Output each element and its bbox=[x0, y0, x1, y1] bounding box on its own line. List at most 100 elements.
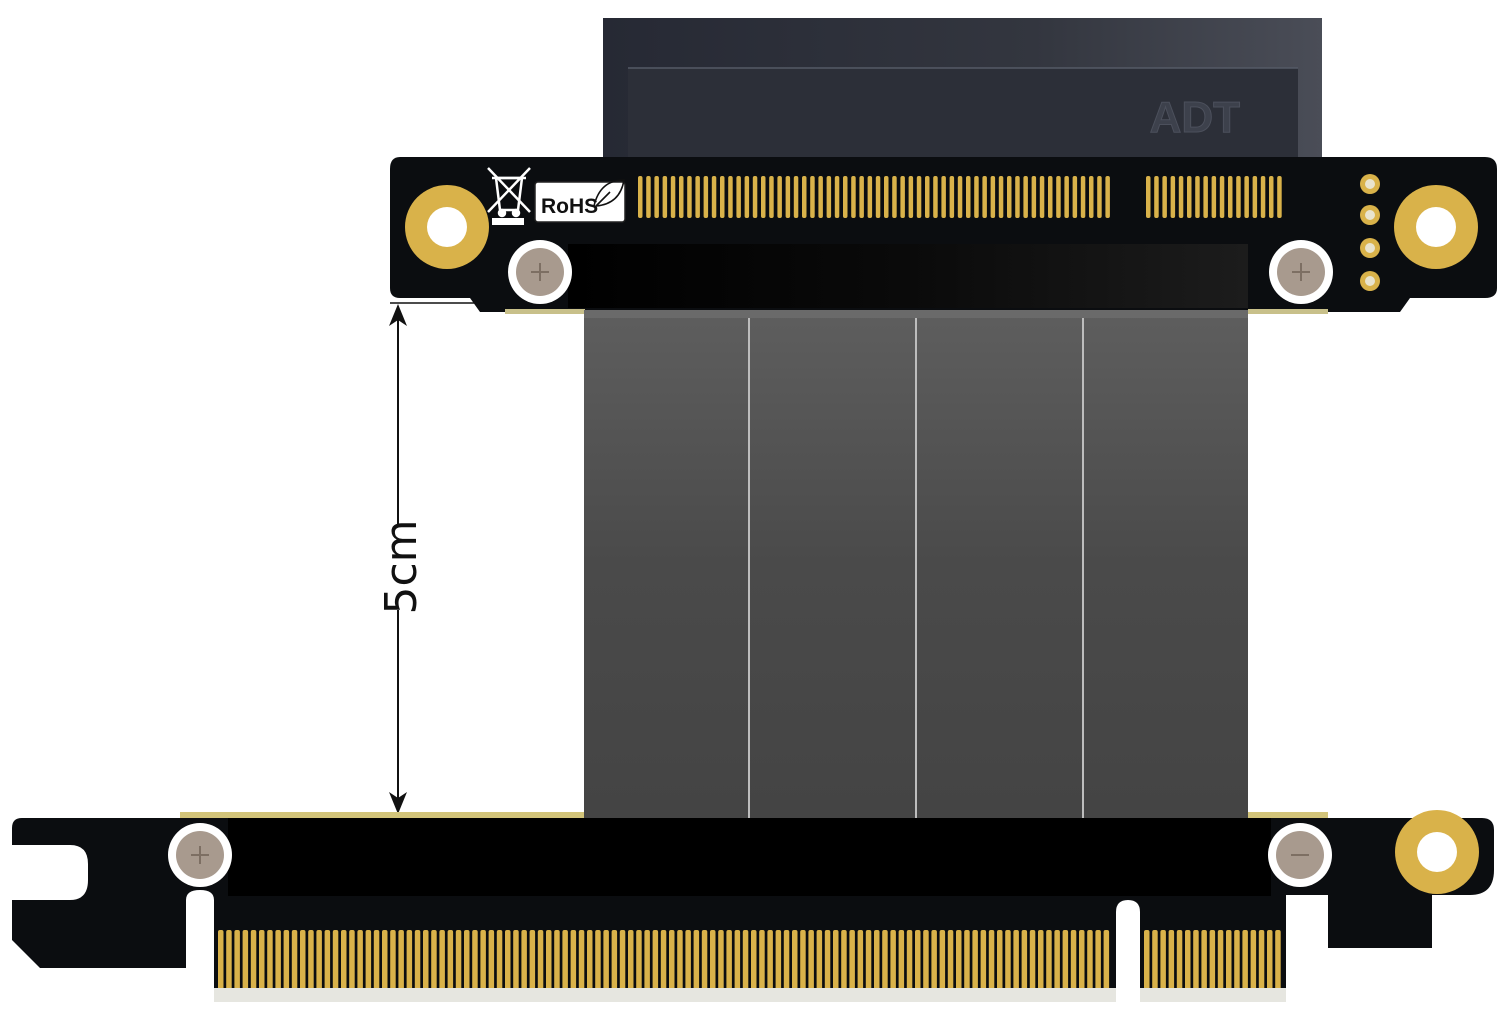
gold-finger bbox=[578, 930, 585, 990]
gold-finger bbox=[751, 930, 757, 990]
slot-pin bbox=[1105, 176, 1110, 218]
slot-pin bbox=[1023, 176, 1028, 218]
gold-finger bbox=[234, 930, 240, 990]
gold-finger bbox=[1013, 930, 1019, 990]
top-connector-pins bbox=[638, 176, 1282, 218]
slot-pin bbox=[1039, 176, 1045, 218]
gold-finger bbox=[857, 930, 864, 990]
gold-finger bbox=[332, 930, 339, 990]
gold-finger bbox=[915, 930, 921, 990]
slot-pin bbox=[802, 176, 807, 218]
gold-finger bbox=[980, 930, 987, 990]
gold-finger bbox=[283, 930, 290, 990]
slot-pin bbox=[1154, 176, 1159, 218]
slot-pin bbox=[1089, 176, 1094, 218]
slot-watermark: ADT bbox=[1150, 93, 1241, 142]
gold-finger bbox=[554, 930, 560, 990]
gold-finger bbox=[800, 930, 806, 990]
gold-finger bbox=[439, 930, 445, 990]
slot-pin bbox=[818, 176, 823, 218]
gold-finger bbox=[537, 930, 544, 990]
gold-finger bbox=[972, 930, 978, 990]
slot-pin bbox=[1203, 176, 1208, 218]
gold-finger bbox=[300, 930, 306, 990]
gold-finger bbox=[644, 930, 650, 990]
led-icon bbox=[1360, 174, 1380, 291]
gold-finger bbox=[997, 930, 1003, 990]
gold-finger bbox=[595, 930, 601, 990]
gold-finger bbox=[619, 930, 626, 990]
slot-pin bbox=[638, 176, 643, 218]
gold-finger bbox=[1201, 930, 1207, 990]
slot-pin bbox=[1211, 176, 1217, 218]
gold-finger bbox=[1046, 930, 1052, 990]
slot-pin bbox=[949, 176, 955, 218]
gold-finger bbox=[956, 930, 962, 990]
slot-pin bbox=[974, 176, 979, 218]
gold-finger bbox=[480, 930, 486, 990]
gold-finger bbox=[923, 930, 929, 990]
slot-pin bbox=[695, 176, 700, 218]
arrow-down-icon bbox=[389, 792, 407, 814]
slot-pin bbox=[851, 176, 856, 218]
gold-finger bbox=[660, 930, 667, 990]
slot-pin bbox=[990, 176, 996, 218]
gold-finger bbox=[701, 930, 708, 990]
slot-pin bbox=[1031, 176, 1037, 218]
screw-icon bbox=[1268, 823, 1332, 887]
gold-finger bbox=[636, 930, 642, 990]
gold-finger bbox=[1103, 930, 1110, 990]
gold-finger bbox=[1005, 930, 1011, 990]
rohs-label: RoHS bbox=[541, 195, 598, 218]
mounting-hole-icon bbox=[1394, 185, 1478, 269]
gold-finger bbox=[1152, 930, 1158, 990]
slot-pin bbox=[810, 176, 815, 218]
gold-finger bbox=[652, 930, 659, 990]
gold-finger bbox=[874, 930, 880, 990]
gold-finger bbox=[603, 930, 609, 990]
gold-finger bbox=[357, 930, 363, 990]
gold-finger bbox=[939, 930, 946, 990]
slot-pin bbox=[1260, 176, 1266, 218]
gold-finger bbox=[783, 930, 790, 990]
slot-pin bbox=[1244, 176, 1249, 218]
gold-finger bbox=[1242, 930, 1248, 990]
slot-pin bbox=[679, 176, 684, 218]
gold-finger bbox=[529, 930, 536, 990]
slot-pin bbox=[1219, 176, 1225, 218]
gold-finger bbox=[824, 930, 831, 990]
slot-pin bbox=[843, 176, 848, 218]
height-dimension: 5cm bbox=[376, 302, 475, 814]
gold-finger bbox=[505, 930, 511, 990]
slot-pin bbox=[785, 176, 791, 218]
slot-pin bbox=[867, 176, 873, 218]
gold-finger bbox=[1144, 930, 1150, 990]
slot-pin bbox=[703, 176, 709, 218]
mounting-hole-icon bbox=[1395, 810, 1479, 894]
gold-finger bbox=[841, 930, 847, 990]
gold-finger bbox=[726, 930, 732, 990]
slot-pin bbox=[1097, 176, 1102, 218]
slot-pin bbox=[761, 176, 766, 218]
gold-finger bbox=[447, 930, 454, 990]
gold-finger bbox=[521, 930, 527, 990]
gold-finger bbox=[767, 930, 773, 990]
gold-finger bbox=[398, 930, 404, 990]
slot-pin bbox=[744, 176, 750, 218]
slot-pin bbox=[646, 176, 651, 218]
slot-pin bbox=[941, 176, 946, 218]
gold-finger bbox=[808, 930, 814, 990]
gold-finger bbox=[1258, 930, 1265, 990]
dimension-label: 5cm bbox=[376, 519, 427, 614]
slot-pin bbox=[933, 176, 938, 218]
gold-finger bbox=[718, 930, 724, 990]
gold-finger bbox=[710, 930, 716, 990]
gold-finger bbox=[275, 930, 281, 990]
slot-pin bbox=[1170, 176, 1176, 218]
slot-pin bbox=[728, 176, 733, 218]
slot-pin bbox=[1048, 176, 1053, 218]
slot-pin bbox=[752, 176, 758, 218]
slot-pin bbox=[1007, 176, 1012, 218]
gold-finger bbox=[865, 930, 872, 990]
gold-finger bbox=[775, 930, 782, 990]
